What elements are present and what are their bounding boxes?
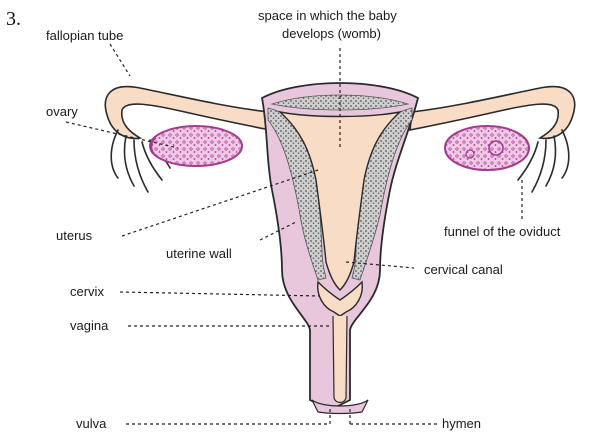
figure-number: 3.	[6, 8, 21, 31]
label-womb-line2: develops (womb)	[282, 26, 381, 41]
label-cervix: cervix	[70, 284, 104, 299]
label-funnel-of-oviduct: funnel of the oviduct	[444, 224, 560, 239]
label-uterus: uterus	[56, 228, 92, 243]
label-womb-line1: space in which the baby	[258, 8, 397, 23]
label-fallopian-tube: fallopian tube	[46, 28, 123, 43]
label-vulva: vulva	[76, 416, 106, 431]
label-ovary: ovary	[46, 104, 78, 119]
right-ovary	[445, 126, 529, 170]
label-cervical-canal: cervical canal	[424, 262, 503, 277]
left-ovary	[150, 126, 242, 166]
vagina-canal	[333, 316, 347, 403]
label-uterine-wall: uterine wall	[166, 246, 232, 261]
label-hymen: hymen	[442, 416, 481, 431]
label-vagina: vagina	[70, 318, 108, 333]
